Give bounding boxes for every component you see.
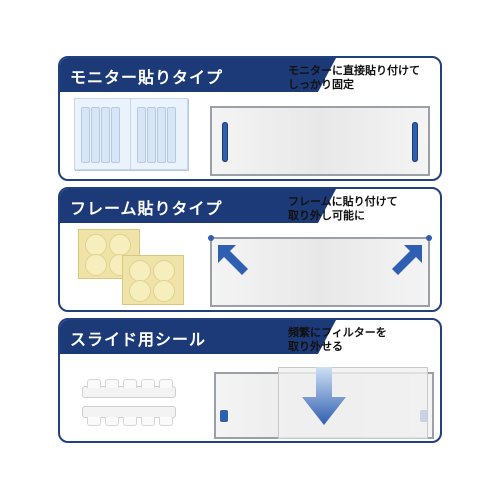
pad-circle [85,254,107,276]
slide-tab [141,379,155,388]
arrow-down-icon [302,367,346,425]
panel-title: フレーム貼りタイプ [70,199,223,218]
slide-tab [87,379,101,388]
adhesive-pad-sheet [122,255,184,305]
slide-tab [159,417,173,426]
adhesive-strip-right [412,122,418,162]
pad-circle [153,260,175,282]
slide-seal-strip [82,406,176,426]
sticker-sheet [130,98,188,170]
panel-frame-type: フレーム貼りタイプ フレームに貼り付けて 取り外し可能に [58,187,442,312]
sticker-strip [111,107,120,163]
slide-tab [159,379,173,388]
arrow-up-right-icon [392,245,422,275]
panel-title: モニター貼りタイプ [70,68,224,87]
sticker-sheet [74,98,132,170]
pad-circle [129,260,151,282]
sticker-strip [91,107,100,163]
sticker-strip [167,107,176,163]
desc-line: 頻繁にフィルターを [288,326,387,339]
desc-line: 取り外し可能に [288,209,365,222]
filter-sheet [278,367,428,439]
panel-header: フレーム貼りタイプ [60,189,336,223]
sticker-strip [147,107,156,163]
desc-line: モニターに直接貼り付けて [288,64,420,77]
sticker-strip [101,107,110,163]
monitor-illustration [210,106,430,176]
panel-title: スライド用シール [70,330,207,349]
slide-tab [123,417,137,426]
sticker-strip [157,107,166,163]
slide-tab [105,417,119,426]
pad-circle [109,234,131,256]
adhesive-pad-sheet [78,229,140,279]
panel-description: 頻繁にフィルターを 取り外せる [288,326,438,354]
corner-pad-left [208,235,214,241]
panel-slide-type: スライド用シール 頻繁にフィルターを 取り外せる [58,318,442,443]
pad-circle [129,280,151,302]
corner-pad-right [426,235,432,241]
slide-tab [123,379,137,388]
slide-tab [105,379,119,388]
desc-line: 取り外せる [288,340,343,353]
slide-tab-left [220,410,228,422]
adhesive-strip-left [222,122,228,162]
panel-monitor-type: モニター貼りタイプ モニターに直接貼り付けて しっかり固定 [58,56,442,181]
slide-tab [87,417,101,426]
panel-header: スライド用シール [60,320,336,354]
slide-seal-strip [82,379,176,398]
pad-circle [153,280,175,302]
slide-tab [141,417,155,426]
desc-line: フレームに貼り付けて [288,195,398,208]
sticker-strip [81,107,90,163]
pad-circle [85,234,107,256]
arrow-up-left-icon [218,245,248,275]
panel-description: フレームに貼り付けて 取り外し可能に [288,195,438,223]
desc-line: しっかり固定 [288,78,354,91]
sticker-strip [137,107,146,163]
panel-description: モニターに直接貼り付けて しっかり固定 [288,64,438,92]
panel-header: モニター貼りタイプ [60,58,336,92]
monitor-illustration [208,235,432,307]
